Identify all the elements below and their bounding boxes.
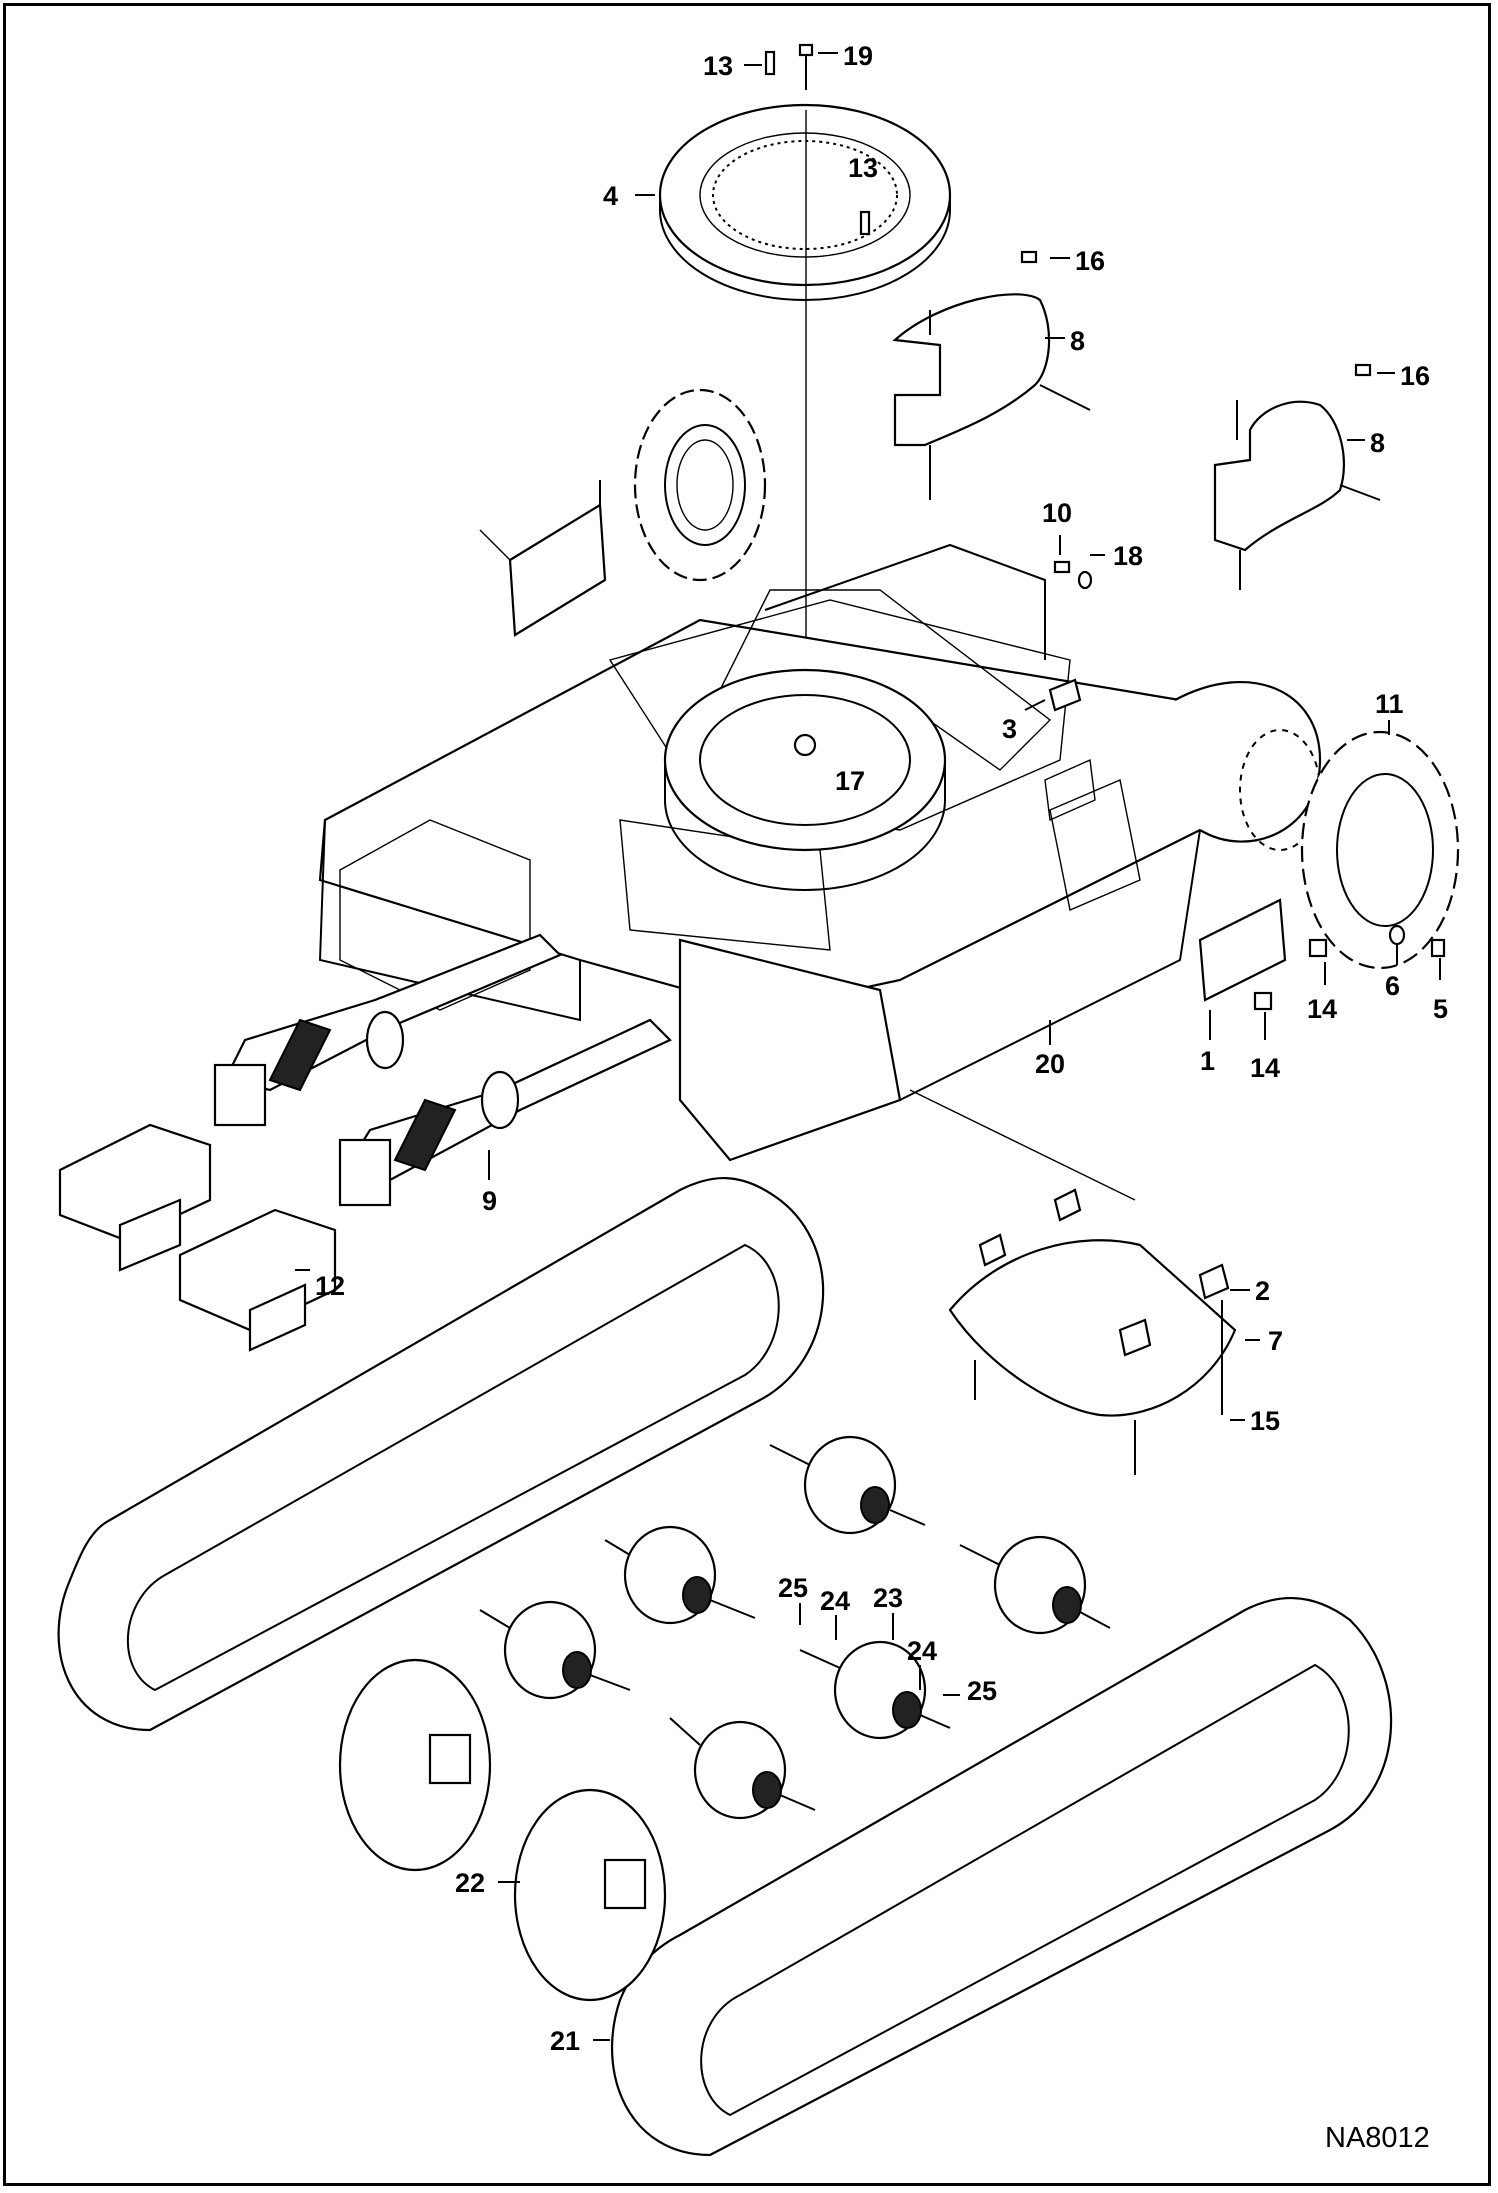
callout-24b: 24 [907,1636,937,1666]
callout-9: 9 [482,1186,497,1216]
callout-16b: 16 [1400,361,1430,391]
callout-5: 5 [1433,994,1448,1024]
callout-25a: 25 [778,1573,808,1603]
leader-lines [295,52,1441,2041]
track-adjuster-upper [213,933,562,1127]
callout-2: 2 [1255,1276,1270,1306]
adjuster-brackets-12 [58,1123,337,1352]
swing-bearing-ring [658,103,952,301]
front-idler-lower [513,1788,667,2002]
ring-bolt-19 [798,43,814,90]
callout-23: 23 [873,1583,903,1613]
motor-cover-right [1213,363,1381,590]
track-roller-6 [669,1717,816,1820]
rubber-track-right [611,1596,1393,2157]
callout-8b: 8 [1370,428,1385,458]
callout-6: 6 [1385,971,1400,1001]
callout-14a: 14 [1307,994,1337,1024]
assembly-line [909,1089,1136,1201]
callout-18: 18 [1113,541,1143,571]
track-roller-2 [604,1525,756,1625]
callout-7: 7 [1268,1326,1283,1356]
bolt-5 [1430,938,1446,958]
callout-12: 12 [315,1271,345,1301]
callout-8a: 8 [1070,326,1085,356]
track-roller-4 [479,1600,631,1700]
callout-17: 17 [835,766,865,796]
track-roller-5 [799,1640,951,1740]
washer-6 [1388,924,1406,946]
callout-24a: 24 [820,1586,850,1616]
washer-18 [1077,570,1093,590]
dowel-pin-13-inner [859,210,871,236]
bolt-10 [1053,560,1071,574]
track-roller-1 [769,1435,926,1535]
callout-19: 19 [843,41,873,71]
clamp-3 [1048,678,1082,712]
callout-labels: 13 19 4 13 16 8 16 8 10 18 3 17 11 14 6 … [315,41,1448,2056]
sprocket-right [1300,730,1460,970]
callout-4: 4 [603,181,618,211]
callout-1: 1 [1200,1046,1215,1076]
callout-16a: 16 [1075,246,1105,276]
drawing-border [3,3,1491,2186]
turntable-ring [663,668,947,891]
callout-13b: 13 [848,153,878,183]
motor-cover-left [892,250,1091,500]
callout-13a: 13 [703,51,733,81]
callout-10: 10 [1042,498,1072,528]
track-adjuster-lower [338,1018,672,1207]
small-cover-plate [479,480,607,637]
dowel-pin-13-top [764,50,776,76]
callout-3: 3 [1002,714,1017,744]
track-roller-3 [959,1535,1111,1635]
callout-20: 20 [1035,1049,1065,1079]
callout-25b: 25 [967,1676,997,1706]
rubber-track-left [57,1176,825,1732]
callout-22: 22 [455,1868,485,1898]
lower-frame [318,543,1322,1162]
callout-14b: 14 [1250,1053,1280,1083]
drawing-code: NA8012 [1325,2122,1430,2154]
nut-14a [1308,938,1328,958]
callout-21: 21 [550,2026,580,2056]
under-cover-plate [948,1188,1237,1475]
sprocket-left [633,388,767,582]
front-idler-upper [338,1658,492,1872]
callout-15: 15 [1250,1406,1280,1436]
frame-cover-plate-1 [1198,898,1287,1002]
callout-11: 11 [1375,689,1404,719]
nut-14b [1253,991,1273,1011]
